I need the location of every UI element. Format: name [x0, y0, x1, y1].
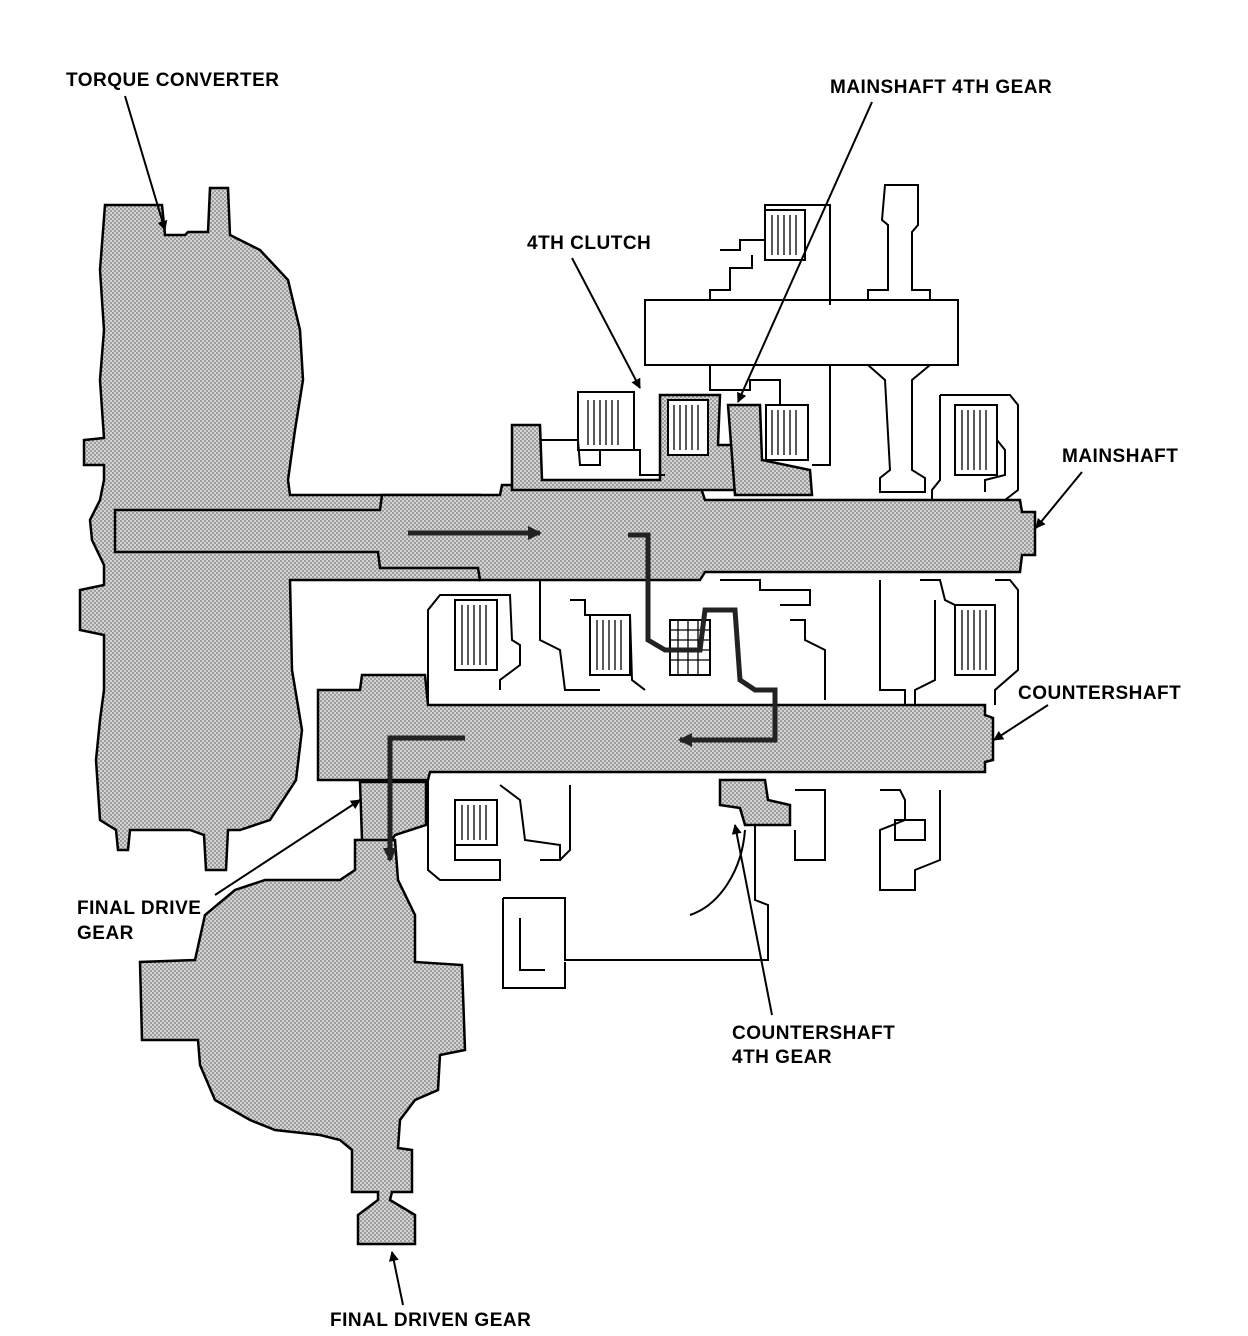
power-flow-path	[383, 526, 778, 862]
upper-housing-outline	[540, 184, 1019, 501]
clutch-pack-top	[764, 209, 806, 261]
clutch-pack-upper-2	[667, 399, 709, 456]
mainshaft-body	[113, 483, 1037, 582]
mainshaft-4th-gear-body	[726, 403, 814, 497]
clutch-pack-lower-4	[954, 604, 996, 676]
label-countershaft: COUNTERSHAFT	[1018, 683, 1181, 704]
countershaft-4th-gear-body	[718, 778, 792, 827]
label-final-driven-gear: FINAL DRIVEN GEAR	[330, 1310, 531, 1331]
clutch-pack-lower-2	[589, 614, 631, 676]
clutch-pack-upper-3	[765, 404, 809, 461]
label-final-drive-gear-line1: FINAL DRIVE	[77, 898, 201, 919]
lower-housing-outline	[427, 579, 1019, 989]
countershaft-body	[316, 673, 995, 782]
label-final-drive-gear-line2: GEAR	[77, 923, 134, 944]
label-countershaft-4th-gear-line2: 4TH GEAR	[732, 1047, 832, 1068]
label-4th-clutch: 4TH CLUTCH	[527, 233, 651, 254]
clutch-pack-upper-4	[954, 404, 998, 476]
label-countershaft-4th-gear-line1: COUNTERSHAFT	[732, 1023, 895, 1044]
final-driven-gear	[138, 838, 467, 1246]
label-mainshaft: MAINSHAFT	[1062, 446, 1178, 467]
label-mainshaft-4th-gear: MAINSHAFT 4TH GEAR	[830, 77, 1052, 98]
clutch-pack-upper-1	[577, 391, 635, 451]
clutch-pack-lower-5	[454, 799, 498, 846]
label-torque-converter: TORQUE CONVERTER	[66, 70, 280, 91]
clutch-pack-lower-1	[454, 599, 498, 671]
leader-lines	[124, 95, 1083, 1306]
clutch-pack-lower-6	[894, 819, 926, 841]
